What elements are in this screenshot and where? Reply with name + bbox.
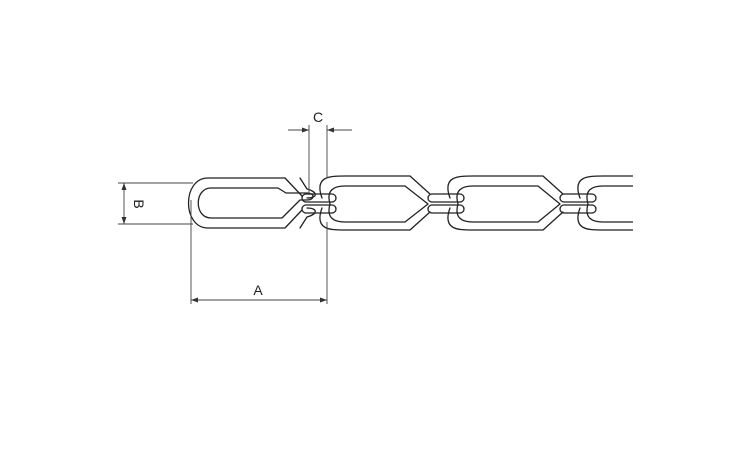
dimension-a: A	[190, 200, 328, 304]
dimension-b: B	[118, 182, 193, 225]
chain	[188, 175, 633, 231]
chain-interlock-2	[427, 193, 465, 214]
chain-interlock-1	[301, 193, 337, 214]
dimension-a-label: A	[253, 282, 263, 298]
chain-link-1	[188, 177, 316, 229]
chain-interlock-3	[559, 193, 597, 214]
dimension-c: C	[288, 109, 352, 195]
dimension-c-label: C	[313, 109, 323, 125]
chain-link-3	[447, 175, 564, 231]
chain-link-4	[577, 175, 633, 231]
chain-link-2	[319, 175, 431, 231]
dimension-b-label: B	[131, 199, 147, 208]
